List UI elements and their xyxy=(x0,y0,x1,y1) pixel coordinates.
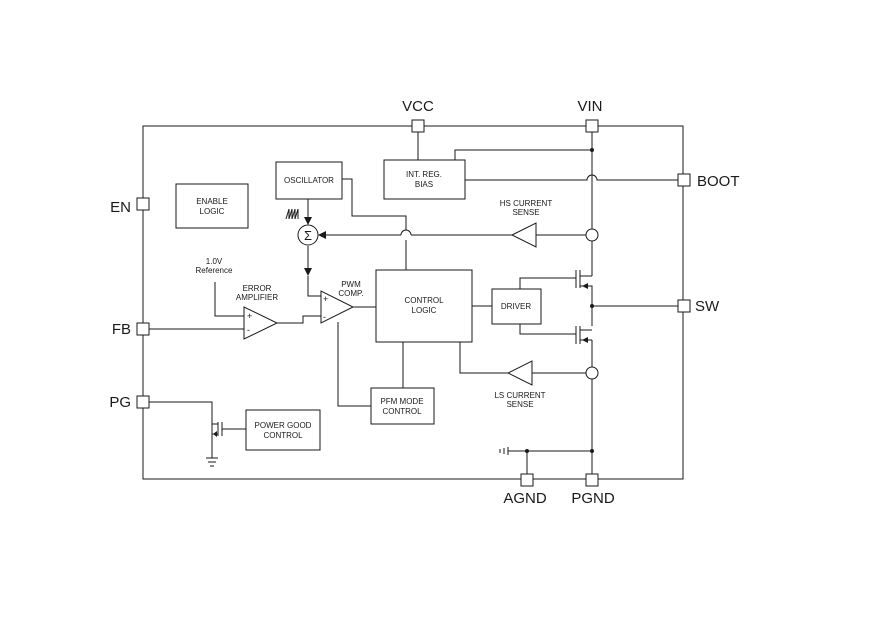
pin-vin-label: VIN xyxy=(577,98,602,115)
pin-pgnd xyxy=(585,473,599,487)
power-good-line1: POWER GOOD xyxy=(255,421,312,430)
pin-pg xyxy=(136,395,150,409)
pwm-comp-label-line1: PWM xyxy=(341,280,361,289)
reference-line1: 1.0V xyxy=(206,257,223,266)
control-logic-block xyxy=(375,269,473,343)
int-reg-line2: BIAS xyxy=(415,180,433,189)
pin-en-label: EN xyxy=(110,199,131,216)
pwm-comp-minus: - xyxy=(323,312,326,322)
pwm-comp-plus: + xyxy=(323,294,328,304)
pwm-comp-label-line2: COMP. xyxy=(338,289,363,298)
enable-logic-line1: ENABLE xyxy=(196,197,228,206)
hs-sense-label-line2: SENSE xyxy=(512,208,539,217)
ls-sense-node xyxy=(585,366,599,380)
ls-sense-label-line1: LS CURRENT xyxy=(494,391,545,400)
summing-junction xyxy=(297,224,319,246)
error-amp-label-line2: AMPLIFIER xyxy=(236,293,278,302)
enable-logic-line2: LOGIC xyxy=(200,207,225,216)
pin-vcc-label: VCC xyxy=(402,98,434,115)
pin-en xyxy=(136,197,150,211)
pin-fb xyxy=(136,322,150,336)
summer-symbol: Σ xyxy=(304,228,312,243)
control-logic-line2: LOGIC xyxy=(412,306,437,315)
hs-sense-label-line1: HS CURRENT xyxy=(500,199,553,208)
pin-fb-label: FB xyxy=(112,321,131,338)
driver-label: DRIVER xyxy=(501,302,531,311)
oscillator-block xyxy=(275,161,343,200)
pin-boot xyxy=(677,173,691,187)
pin-pgnd-label: PGND xyxy=(571,490,615,507)
error-amp-minus: - xyxy=(247,325,250,335)
oscillator-label: OSCILLATOR xyxy=(284,176,334,185)
control-logic-line1: CONTROL xyxy=(404,296,444,305)
pin-vcc xyxy=(411,119,425,133)
pin-agnd-label: AGND xyxy=(503,490,547,507)
driver-block xyxy=(491,288,542,325)
sawtooth-icon xyxy=(285,208,299,220)
hs-current-sense-amp xyxy=(510,222,537,248)
pin-sw xyxy=(677,299,691,313)
error-amp-label-line1: ERROR xyxy=(243,284,272,293)
pwm-comparator xyxy=(320,290,355,324)
pin-boot-label: BOOT xyxy=(697,173,740,190)
pin-sw-label: SW xyxy=(695,298,720,315)
enable-logic-block xyxy=(175,183,249,229)
int-reg-bias-block xyxy=(383,159,466,200)
reference-line2: Reference xyxy=(196,266,233,275)
power-good-control-block xyxy=(245,409,321,451)
hs-sense-node xyxy=(585,228,599,242)
error-amp-plus: + xyxy=(247,311,252,321)
error-amplifier xyxy=(243,306,279,340)
ls-sense-label-line2: SENSE xyxy=(506,400,533,409)
pfm-mode-control-block xyxy=(370,387,435,425)
pfm-mode-line2: CONTROL xyxy=(382,407,422,416)
pfm-mode-line1: PFM MODE xyxy=(380,397,423,406)
pin-vin xyxy=(585,119,599,133)
pin-pg-label: PG xyxy=(109,394,131,411)
ls-current-sense-amp xyxy=(506,360,533,386)
pin-agnd xyxy=(520,473,534,487)
int-reg-line1: INT. REG. xyxy=(406,170,442,179)
power-good-line2: CONTROL xyxy=(263,431,303,440)
